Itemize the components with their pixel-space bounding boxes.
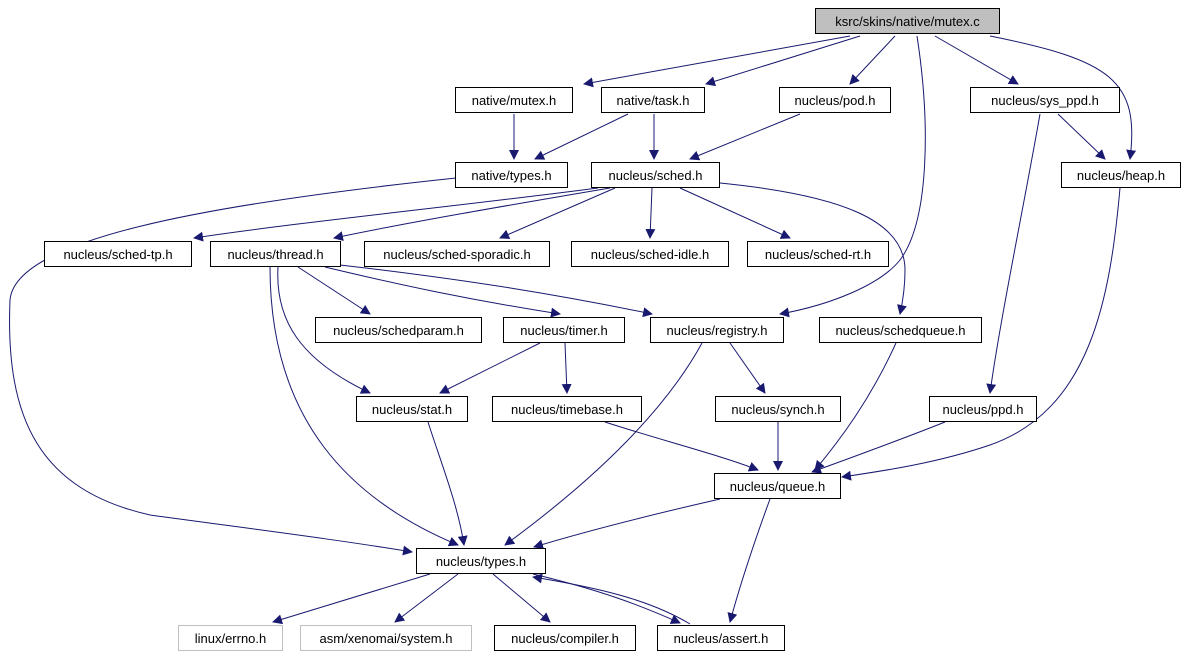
node-nucleus-sys-ppd-h[interactable]: nucleus/sys_ppd.h (970, 87, 1120, 113)
node-nucleus-schedparam-h[interactable]: nucleus/schedparam.h (315, 317, 482, 343)
edge-nucleus-types-h-to-asm-xenomai-system-h (394, 573, 459, 623)
edge-native-types-h-to-nucleus-types-h (9, 177, 457, 556)
edge-nucleus-schedqueue-h-to-nucleus-queue-h (814, 342, 897, 471)
node-nucleus-registry-h[interactable]: nucleus/registry.h (650, 317, 784, 343)
node-nucleus-sched-rt-h[interactable]: nucleus/sched-rt.h (747, 241, 889, 267)
edge-nucleus-thread-h-to-nucleus-registry-h (339, 264, 653, 318)
edge-nucleus-sched-h-to-nucleus-sched-rt-h (679, 187, 791, 239)
edge-nucleus-sched-h-to-nucleus-schedqueue-h (719, 182, 907, 315)
edge-nucleus-registry-h-to-nucleus-synch-h (729, 342, 766, 394)
edge-mutex-c-to-native-mutex-h (583, 35, 851, 88)
node-nucleus-timer-h[interactable]: nucleus/timer.h (503, 317, 625, 343)
edge-nucleus-ppd-h-to-nucleus-queue-h (811, 421, 946, 474)
edge-nucleus-timebase-h-to-nucleus-queue-h (604, 421, 759, 472)
node-nucleus-heap-h[interactable]: nucleus/heap.h (1061, 162, 1181, 188)
node-native-task-h[interactable]: native/task.h (601, 87, 705, 113)
node-nucleus-sched-sporadic-h[interactable]: nucleus/sched-sporadic.h (364, 241, 550, 267)
edge-mutex-c-to-nucleus-heap-h (989, 35, 1137, 160)
node-nucleus-ppd-h[interactable]: nucleus/ppd.h (929, 396, 1037, 422)
edge-nucleus-thread-h-to-nucleus-schedparam-h (297, 266, 371, 315)
node-linux-errno-h: linux/errno.h (178, 625, 283, 651)
edge-nucleus-types-h-to-nucleus-assert-h (532, 573, 681, 624)
node-nucleus-types-h[interactable]: nucleus/types.h (416, 548, 546, 574)
edge-nucleus-pod-h-to-nucleus-sched-h (689, 113, 801, 161)
edge-nucleus-thread-h-to-nucleus-timer-h (324, 266, 561, 318)
edge-nucleus-stat-h-to-nucleus-types-h (427, 421, 468, 546)
node-nucleus-compiler-h[interactable]: nucleus/compiler.h (494, 625, 636, 651)
edge-nucleus-thread-h-to-nucleus-stat-h (277, 266, 371, 394)
edge-nucleus-heap-h-to-nucleus-queue-h (841, 187, 1121, 481)
node-nucleus-assert-h[interactable]: nucleus/assert.h (657, 625, 785, 651)
edge-nucleus-thread-h-to-nucleus-types-h (269, 266, 459, 547)
edge-nucleus-timer-h-to-nucleus-timebase-h (561, 342, 572, 394)
edge-nucleus-queue-h-to-nucleus-types-h (533, 498, 721, 550)
edge-nucleus-assert-h-to-nucleus-types-h (532, 573, 691, 625)
edge-mutex-c-to-nucleus-registry-h (779, 35, 926, 318)
edge-nucleus-sys-ppd-h-to-nucleus-ppd-h (986, 113, 1041, 394)
node-nucleus-schedqueue-h[interactable]: nucleus/schedqueue.h (819, 317, 982, 343)
edge-mutex-c-to-nucleus-pod-h (849, 35, 896, 85)
node-mutex-c: ksrc/skins/native/mutex.c (815, 8, 1000, 34)
node-nucleus-sched-h[interactable]: nucleus/sched.h (591, 162, 720, 188)
edge-nucleus-types-h-to-linux-errno-h (272, 573, 431, 625)
edge-nucleus-sys-ppd-h-to-nucleus-heap-h (1057, 113, 1106, 160)
node-nucleus-stat-h[interactable]: nucleus/stat.h (356, 396, 468, 422)
node-asm-xenomai-system-h: asm/xenomai/system.h (300, 625, 472, 651)
edge-nucleus-queue-h-to-nucleus-assert-h (727, 498, 771, 623)
node-nucleus-thread-h[interactable]: nucleus/thread.h (210, 241, 341, 267)
edge-nucleus-registry-h-to-nucleus-types-h (504, 342, 703, 546)
node-nucleus-sched-tp-h[interactable]: nucleus/sched-tp.h (44, 241, 192, 267)
edge-native-task-h-to-native-types-h (534, 113, 629, 160)
edge-nucleus-types-h-to-nucleus-compiler-h (492, 573, 551, 623)
node-nucleus-queue-h[interactable]: nucleus/queue.h (714, 473, 841, 499)
node-nucleus-timebase-h[interactable]: nucleus/timebase.h (492, 396, 642, 422)
node-native-types-h[interactable]: native/types.h (455, 162, 568, 188)
node-nucleus-sched-idle-h[interactable]: nucleus/sched-idle.h (571, 241, 729, 267)
edge-mutex-c-to-nucleus-sys-ppd-h (934, 35, 1019, 85)
edge-mutex-c-to-native-task-h (705, 35, 861, 87)
edge-nucleus-sched-h-to-nucleus-sched-sporadic-h (499, 187, 616, 239)
node-nucleus-pod-h[interactable]: nucleus/pod.h (779, 87, 891, 113)
edge-nucleus-sched-h-to-nucleus-sched-tp-h (193, 187, 599, 242)
edge-nucleus-sched-h-to-nucleus-sched-idle-h (645, 187, 656, 239)
node-native-mutex-h[interactable]: native/mutex.h (455, 87, 573, 113)
node-nucleus-synch-h[interactable]: nucleus/synch.h (715, 396, 841, 422)
edge-nucleus-timer-h-to-nucleus-stat-h (439, 342, 541, 394)
edge-nucleus-sched-h-to-nucleus-thread-h (333, 187, 611, 242)
